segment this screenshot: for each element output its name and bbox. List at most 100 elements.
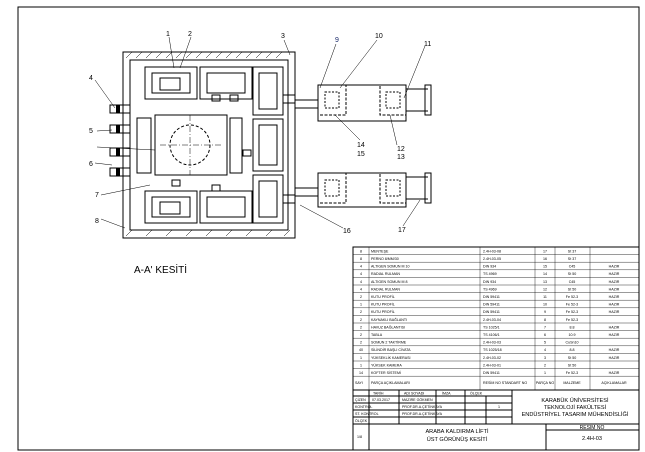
bom-cell: HAVUZ BAĞLANTISI: [371, 324, 405, 329]
bom-cell: TS 4969: [483, 272, 497, 276]
bom-cell: DIN 59411: [483, 310, 500, 314]
bom-cell: HAZIR: [609, 280, 620, 284]
tb-title2: ÜST GÖRÜNÜŞ KESİTİ: [427, 436, 488, 443]
bom-cell: TS 4969: [483, 287, 497, 291]
bom-cell: 2: [360, 318, 362, 322]
tb-col-scale: ÖLÇEK: [470, 392, 483, 396]
bom-cell: St 50: [568, 272, 576, 276]
bom-cell: HAZIR: [609, 356, 620, 360]
tb-col-sign: İMZA: [442, 391, 451, 396]
bom-cell: 17: [543, 249, 547, 253]
bom-cell: Fe 52-3: [566, 371, 578, 375]
bom-cell: TABLA: [371, 333, 383, 337]
balloon-4: 4: [89, 75, 93, 82]
balloon-3: 3: [281, 33, 285, 40]
bom-cell: HAZIR: [609, 310, 620, 314]
lift-arms: [295, 84, 432, 208]
balloon-13: 13: [397, 154, 405, 161]
bom-cell: 1: [360, 363, 362, 367]
bom-cell: RADIAL RULMAN: [371, 272, 400, 276]
tb-title1: ARABA KALDIRMA LİFTİ: [425, 428, 489, 435]
bom-cell: 2.4H-03-01: [483, 363, 501, 367]
bom-header-no: PARÇA NO: [536, 381, 555, 385]
bom-header-mat: MALZEME: [563, 381, 581, 385]
balloon-15: 15: [357, 151, 365, 158]
tb-faculty: TEKNOLOJİ FAKÜLTESİ: [544, 404, 607, 411]
bom-cell: DIN 934: [483, 280, 496, 284]
bom-cell: Fe 52-3: [566, 295, 578, 299]
leader-lines: [94, 36, 426, 229]
bom-cell: 2.4H-03-04: [483, 318, 501, 322]
tb-row1-date: 07.03.2017: [372, 398, 390, 402]
bom-cell: MENTEŞE: [371, 249, 389, 253]
bom-cell: KUTU PROFİL: [371, 302, 395, 307]
bom-cell: 4: [360, 272, 362, 276]
tb-row3-label: ST. KONTROL: [355, 412, 379, 416]
tb-drawing-no-label: RESİM NO: [580, 424, 605, 431]
bom-cell: 2: [360, 325, 362, 329]
bom-cell: 4: [360, 280, 362, 284]
bom-cell: RADIAL RULMAN: [371, 287, 400, 291]
bom-cell: 1: [360, 303, 362, 307]
bom-cell: HAZIR: [609, 348, 620, 352]
balloon-numbers: 1 2 3 4 5 6 7 8 9 10 11 12 13 14 15 16 1…: [89, 31, 431, 235]
bom-cell: 2.4H-03-03: [483, 341, 501, 345]
bom-cell: CuSn10: [566, 341, 579, 345]
tb-drawing-no: 2.4H-03: [582, 436, 602, 442]
bom-cell: 40: [359, 348, 363, 352]
tb-row2-name: PROF.DR.A.ÇETİNKAYA: [402, 404, 443, 409]
tb-row3-name: PROF.DR.A.ÇETİNKAYA: [402, 411, 443, 416]
bom-cell: DIN 59411: [483, 295, 500, 299]
bom-cell: 8: [544, 318, 546, 322]
bom-cell: SOMUN 2 TAKTİRME: [371, 340, 407, 345]
balloon-10: 10: [375, 33, 383, 40]
bom-cell: 1: [544, 371, 546, 375]
bom-cell: YÜKSEK KAMERA: [371, 363, 402, 367]
bom-cell: 14: [543, 272, 547, 276]
bom-cell: HAZIR: [609, 272, 620, 276]
balloon-9: 9: [335, 37, 339, 44]
bom-cell: St 37: [568, 249, 576, 253]
bom-cell: 1: [360, 356, 362, 360]
bom-cell: 4: [360, 287, 362, 291]
balloon-5: 5: [89, 128, 93, 135]
bom-cell: St 50: [568, 363, 576, 367]
balloon-2: 2: [188, 31, 192, 38]
balloon-6: 6: [89, 161, 93, 168]
bom-cell: 2: [360, 295, 362, 299]
bom-cell: ALTIGEN SOMUN M 10: [371, 265, 409, 269]
tb-olcek-label: ÖLÇEK: [355, 419, 368, 423]
bom-cell: 10: [543, 303, 547, 307]
bom-cell: HAZIR: [609, 287, 620, 291]
bom-cell: 5: [544, 341, 546, 345]
bom-cell: 2: [360, 341, 362, 345]
bom-cell: 2.4H-03-08: [483, 249, 501, 253]
balloon-17: 17: [398, 227, 406, 234]
bom-cell: 13: [543, 280, 547, 284]
bom-cell: HAZIR: [609, 371, 620, 375]
bom-cell: TS 1025/1: [483, 325, 500, 329]
bom-cell: KUTU PROFİL: [371, 294, 395, 299]
bom-cell: YÜKSEKLİK KAMERASI: [371, 355, 411, 360]
bom-cell: HAZIR: [609, 333, 620, 337]
bom-cell: Fe 52-3: [566, 310, 578, 314]
bom-cell: Fe 52-3: [566, 318, 578, 322]
bom-cell: 12: [543, 287, 547, 291]
bom-header-name: PARÇA AÇIKLAMALARI: [371, 381, 410, 385]
bom-cell: SİLİNDİR BAŞLI CİVATA: [371, 347, 411, 352]
tb-scale-val: 1: [498, 405, 500, 409]
bom-cell: 8: [360, 257, 362, 261]
tb-col-name: ADI SOYADI: [404, 392, 424, 396]
bom-cell: HAZIR: [609, 295, 620, 299]
bom-cell: 6: [544, 333, 546, 337]
bom-cell: 11: [543, 295, 547, 299]
bom-cell: 9: [544, 310, 546, 314]
bom-cell: 8: [360, 249, 362, 253]
title-block: TARİH ADI SOYADI İMZA ÖLÇEK ÇİZEN 07.03.…: [352, 389, 640, 451]
bom-cell: 2.4H-03-02: [483, 356, 501, 360]
bom-cell: 10.9: [569, 333, 576, 337]
bom-cell: HAZIR: [609, 325, 620, 329]
section-label: A-A' KESİTİ: [134, 263, 187, 276]
